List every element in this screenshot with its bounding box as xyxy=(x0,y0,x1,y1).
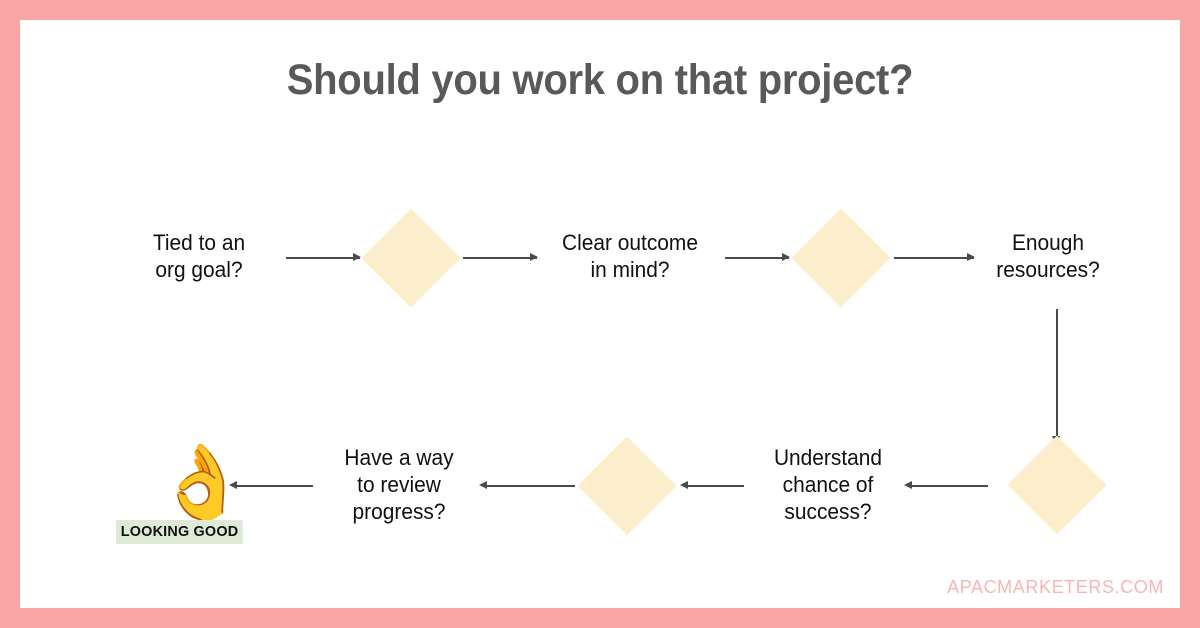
connector-7-arrowhead xyxy=(680,481,688,489)
connector-2-line xyxy=(463,257,537,259)
flow-node-tied-to-org-goal: Tied to an org goal? xyxy=(152,230,246,282)
status-badge-looking-good: LOOKING GOOD xyxy=(116,520,244,544)
flow-node-chance-of-success: Understand chance of success? xyxy=(773,445,883,524)
connector-4-arrowhead xyxy=(967,253,975,261)
flow-node-enough-resources: Enough resources? xyxy=(996,230,1100,282)
flow-decision-diamond-3 xyxy=(1007,435,1107,535)
connector-1-line xyxy=(286,257,360,259)
flow-node-review-progress: Have a way to review progress? xyxy=(344,445,454,524)
connector-5-line xyxy=(1056,309,1058,437)
page-title: Should you work on that project? xyxy=(286,56,914,104)
connector-6-line xyxy=(910,485,988,487)
connector-9-line xyxy=(235,485,313,487)
connector-3-line xyxy=(725,257,789,259)
flow-decision-diamond-1 xyxy=(361,208,461,308)
connector-1-arrowhead xyxy=(353,253,361,261)
flow-decision-diamond-2 xyxy=(791,208,891,308)
flow-decision-diamond-4 xyxy=(577,436,677,536)
connector-4-line xyxy=(894,257,974,259)
connector-2-arrowhead xyxy=(530,253,538,261)
connector-8-arrowhead xyxy=(479,481,487,489)
connector-7-line xyxy=(686,485,744,487)
watermark: APACMARKETERS.COM xyxy=(947,577,1164,597)
connector-8-line xyxy=(485,485,575,487)
flow-node-clear-outcome: Clear outcome in mind? xyxy=(562,230,698,282)
slide-inner-card: Should you work on that project? Tied to… xyxy=(20,20,1180,608)
connector-6-arrowhead xyxy=(904,481,912,489)
connector-3-arrowhead xyxy=(782,253,790,261)
connector-9-arrowhead xyxy=(229,481,237,489)
ok-hand-emoji: 👌 xyxy=(155,441,249,524)
